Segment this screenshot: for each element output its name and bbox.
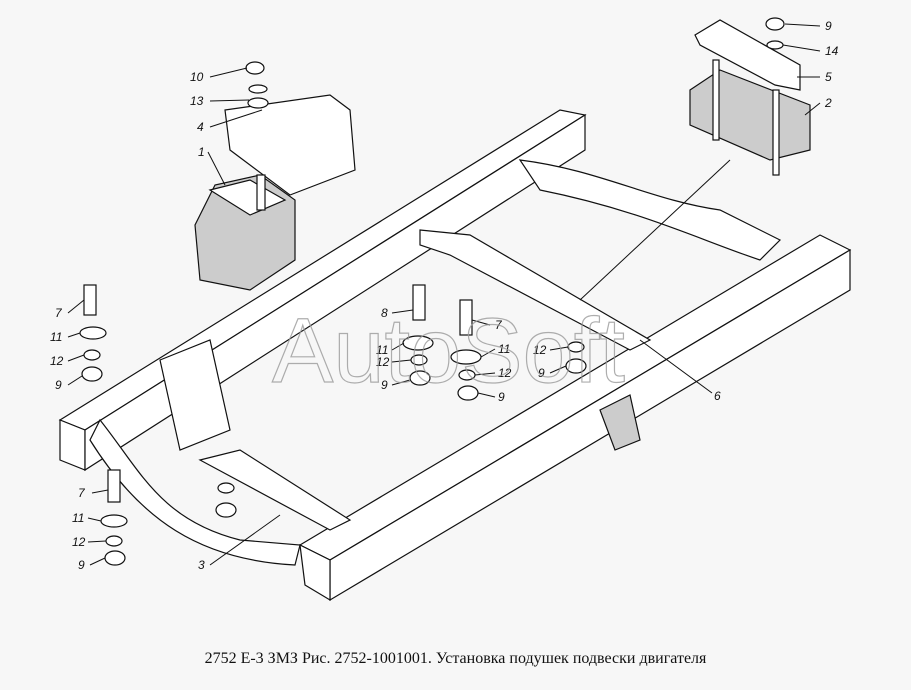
callout-3: 3 (198, 558, 205, 572)
callout-4: 4 (197, 120, 204, 134)
callout-9: 9 (78, 558, 85, 572)
callout-labels: 10 13 4 1 9 14 5 2 7 11 12 9 8 11 12 9 7… (50, 19, 839, 572)
callout-12: 12 (533, 343, 547, 357)
callout-2: 2 (824, 96, 832, 110)
right-engine-mount (689, 17, 811, 176)
watermark: AutoSoft (272, 300, 625, 402)
callout-12: 12 (72, 535, 86, 549)
callout-11: 11 (50, 330, 62, 344)
callout-12: 12 (50, 354, 64, 368)
callout-14: 14 (825, 44, 839, 58)
callout-7: 7 (55, 306, 63, 320)
left-engine-mount (194, 61, 356, 291)
callout-6: 6 (714, 389, 721, 403)
callout-13: 13 (190, 94, 204, 108)
callout-11: 11 (376, 343, 388, 357)
callout-9: 9 (55, 378, 62, 392)
leader-lines (67, 23, 821, 566)
callout-12: 12 (498, 366, 512, 380)
callout-9: 9 (381, 378, 388, 392)
cross-members (89, 159, 782, 566)
callout-5: 5 (825, 70, 832, 84)
callout-12: 12 (376, 355, 390, 369)
callout-1: 1 (198, 145, 205, 159)
figure-caption: 2752 Е-3 ЗМЗ Рис. 2752-1001001. Установк… (204, 650, 707, 667)
right-frame-rail (298, 234, 852, 602)
callout-11: 11 (498, 342, 510, 356)
callout-11: 11 (72, 511, 84, 525)
callout-10: 10 (190, 70, 204, 84)
callout-9: 9 (825, 19, 832, 33)
callout-7: 7 (495, 318, 503, 332)
callout-9: 9 (498, 390, 505, 404)
callout-9: 9 (538, 366, 545, 380)
callout-8: 8 (381, 306, 388, 320)
callout-7: 7 (78, 486, 86, 500)
